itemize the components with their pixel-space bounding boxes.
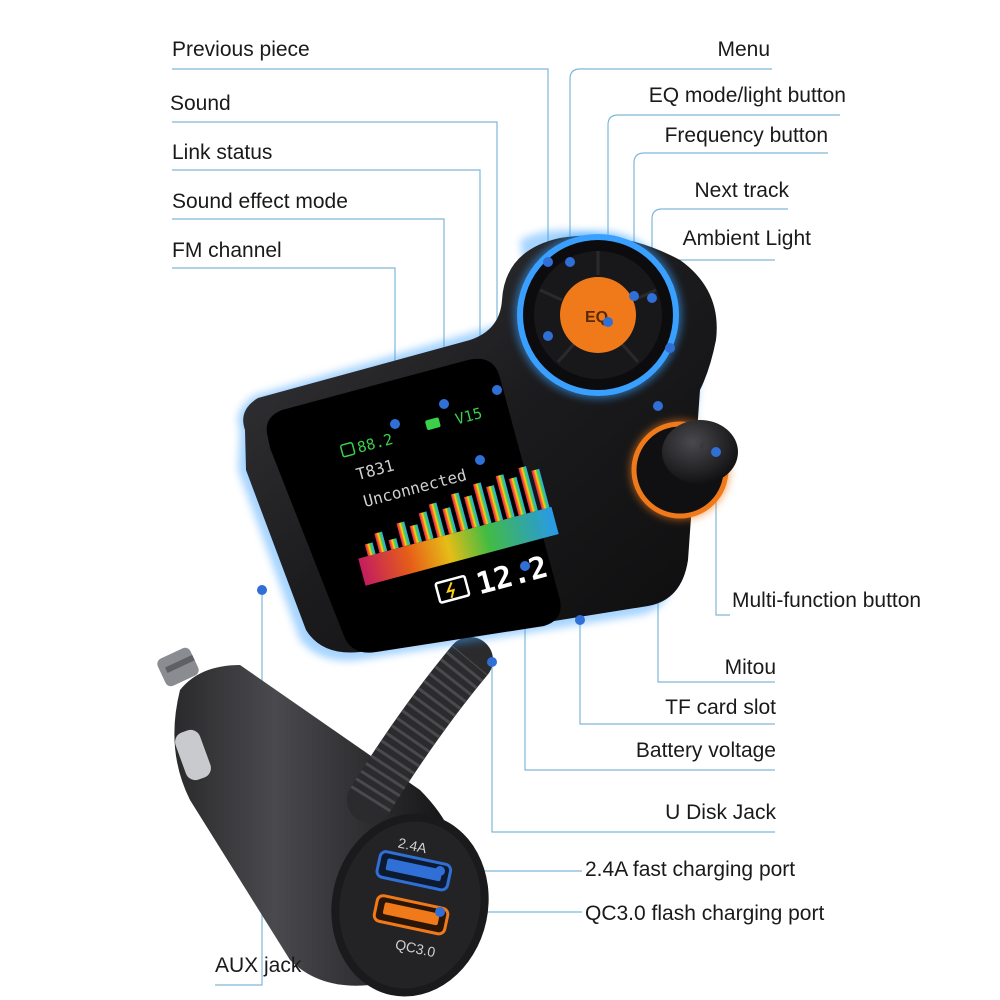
side-contact: [175, 729, 211, 781]
screen: [266, 358, 561, 653]
line-previous-piece: [172, 68, 549, 262]
label-u-disk-jack: U Disk Jack: [665, 801, 776, 824]
line-eq-mode: [607, 114, 840, 322]
label-ambient-light: Ambient Light: [682, 227, 811, 250]
line-multi-function: [715, 452, 730, 616]
control-pad: EQ: [514, 231, 682, 399]
label-qc-flash-port: QC3.0 flash charging port: [585, 902, 825, 925]
label-sound: Sound: [170, 92, 231, 115]
callout-dots: [257, 257, 721, 917]
label-fm-channel: FM channel: [172, 239, 282, 262]
lcd-spectrum: [358, 466, 559, 586]
lcd-fm-icon: [340, 442, 356, 458]
label-menu: Menu: [717, 38, 770, 61]
label-fast-charging-port: 2.4A fast charging port: [585, 858, 796, 881]
usb-port-qc3: [372, 894, 450, 936]
label-link-status: Link status: [172, 141, 273, 164]
multi-function-knob[interactable]: [630, 420, 738, 520]
line-menu: [569, 68, 772, 262]
lcd-speaker-icon: [425, 417, 441, 430]
line-next-track: [651, 208, 788, 298]
label-frequency-button: Frequency button: [664, 124, 828, 147]
line-u-disk: [491, 662, 775, 833]
label-sound-effect-mode: Sound effect mode: [172, 190, 348, 213]
label-battery-voltage: Battery voltage: [635, 739, 776, 762]
car-plug: 2.4A QC3.0: [157, 647, 489, 997]
line-battery-voltage: [524, 566, 775, 771]
label-eq-mode-light: EQ mode/light button: [648, 84, 846, 107]
usb-port-2-4a: [375, 850, 453, 892]
line-frequency: [633, 152, 828, 296]
lcd-battery-icon: [434, 574, 471, 604]
line-tf-card: [579, 620, 775, 725]
label-aux-jack: AUX jack: [215, 954, 302, 977]
eq-button-label: EQ: [585, 309, 608, 326]
label-tf-card-slot: TF card slot: [665, 696, 776, 719]
line-sound: [172, 121, 498, 390]
gooseneck: [347, 637, 493, 823]
eq-button[interactable]: [560, 277, 636, 353]
usb-label-2-4a: 2.4A: [397, 835, 429, 857]
label-multi-function: Multi-function button: [732, 589, 922, 612]
label-mitou: Mitou: [724, 656, 776, 679]
label-next-track: Next track: [694, 179, 789, 202]
label-previous-piece: Previous piece: [172, 38, 310, 61]
